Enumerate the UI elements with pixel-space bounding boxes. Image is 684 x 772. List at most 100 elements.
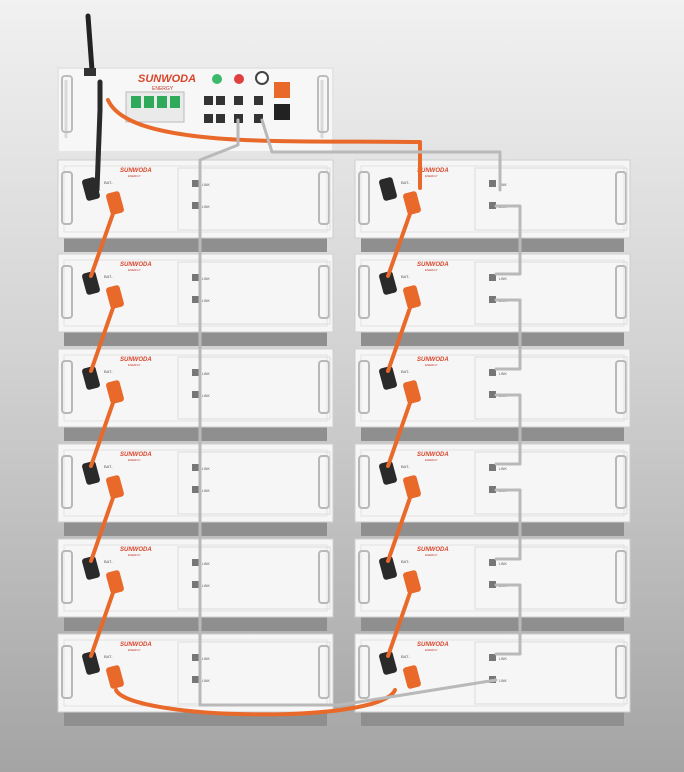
right-link-chain-cable: [494, 204, 522, 276]
link-port-out[interactable]: [489, 581, 496, 588]
negative-connector[interactable]: [378, 366, 397, 391]
module-logo: SUNWODA: [417, 642, 449, 648]
link-port-out[interactable]: [489, 296, 496, 303]
right-handle[interactable]: [615, 171, 627, 225]
link-port-in[interactable]: [192, 180, 199, 187]
negative-connector[interactable]: [81, 556, 100, 581]
link-port-out[interactable]: [192, 486, 199, 493]
right-handle[interactable]: [615, 265, 627, 319]
positive-connector[interactable]: [105, 570, 124, 595]
module-logo-sub: ENERGY: [128, 363, 141, 367]
negative-connector[interactable]: [378, 556, 397, 581]
left-handle[interactable]: [61, 265, 73, 319]
link-port-in[interactable]: [489, 464, 496, 471]
right-handle[interactable]: [318, 645, 330, 699]
right-handle[interactable]: [318, 455, 330, 509]
negative-connector[interactable]: [81, 366, 100, 391]
rack-rail: [64, 332, 327, 346]
positive-connector[interactable]: [402, 191, 421, 216]
negative-connector[interactable]: [378, 461, 397, 486]
left-handle[interactable]: [358, 645, 370, 699]
link-port-in[interactable]: [192, 464, 199, 471]
positive-connector[interactable]: [105, 475, 124, 500]
positive-connector[interactable]: [402, 285, 421, 310]
right-handle[interactable]: [318, 265, 330, 319]
label-panel: [177, 167, 331, 231]
module-body: [57, 443, 334, 523]
negative-connector[interactable]: [81, 651, 100, 676]
bat-port-label: BAT-: [104, 369, 113, 374]
label-panel: [474, 546, 628, 610]
power-switch-button[interactable]: [255, 71, 269, 85]
rack-rail: [64, 238, 327, 252]
left-handle[interactable]: [358, 360, 370, 414]
link-port-in[interactable]: [192, 559, 199, 566]
right-handle[interactable]: [318, 550, 330, 604]
cables: [89, 79, 522, 717]
positive-connector[interactable]: [402, 665, 421, 690]
link-port-in[interactable]: [192, 654, 199, 661]
link-port-out[interactable]: [192, 202, 199, 209]
left-handle[interactable]: [358, 265, 370, 319]
left-handle[interactable]: [61, 455, 73, 509]
positive-connector[interactable]: [402, 380, 421, 405]
link-port-in[interactable]: [489, 654, 496, 661]
module-logo: SUNWODA: [120, 262, 152, 268]
link-port-out[interactable]: [489, 391, 496, 398]
left-handle[interactable]: [358, 550, 370, 604]
breaker-panel[interactable]: [125, 91, 185, 123]
bat-port-label: BAT-: [401, 274, 410, 279]
alarm-indicator-red: [234, 74, 244, 84]
positive-connector[interactable]: [402, 475, 421, 500]
link-port-in[interactable]: [489, 274, 496, 281]
link-in-label: LINK: [499, 183, 507, 187]
right-handle[interactable]: [318, 171, 330, 225]
module-bezel: [63, 354, 328, 422]
negative-connector[interactable]: [378, 177, 397, 202]
link-port-out[interactable]: [192, 676, 199, 683]
link-in-label: LINK: [202, 467, 210, 471]
bat-port-label: BAT-: [401, 369, 410, 374]
right-handle[interactable]: [318, 360, 330, 414]
left-handle[interactable]: [61, 360, 73, 414]
right-handle[interactable]: [615, 360, 627, 414]
link-port-out[interactable]: [192, 391, 199, 398]
right-link-chain-cable: [494, 298, 522, 371]
negative-connector[interactable]: [81, 461, 100, 486]
module-bezel: [360, 544, 625, 612]
rack-rail: [361, 427, 624, 441]
left-handle[interactable]: [358, 171, 370, 225]
left-handle[interactable]: [61, 171, 73, 225]
positive-connector[interactable]: [105, 380, 124, 405]
left-handle[interactable]: [61, 645, 73, 699]
right-handle[interactable]: [615, 550, 627, 604]
positive-connector[interactable]: [105, 191, 124, 216]
positive-connector[interactable]: [105, 285, 124, 310]
right-handle[interactable]: [615, 645, 627, 699]
module-logo-sub: ENERGY: [425, 174, 438, 178]
link-port-in[interactable]: [192, 369, 199, 376]
link-port-out[interactable]: [192, 296, 199, 303]
bat-port-label: BAT-: [104, 559, 113, 564]
link-port-out[interactable]: [192, 581, 199, 588]
link-port-in[interactable]: [192, 274, 199, 281]
negative-connector[interactable]: [378, 271, 397, 296]
negative-connector[interactable]: [81, 271, 100, 296]
positive-connector[interactable]: [105, 665, 124, 690]
module-bezel: [63, 165, 328, 233]
link-port-in[interactable]: [489, 180, 496, 187]
link-port-in[interactable]: [489, 369, 496, 376]
link-in-label: LINK: [202, 183, 210, 187]
label-panel: [474, 451, 628, 515]
left-handle[interactable]: [358, 455, 370, 509]
right-link-chain-cable: [494, 583, 522, 656]
link-port-out[interactable]: [489, 486, 496, 493]
negative-connector[interactable]: [378, 651, 397, 676]
link-port-in[interactable]: [489, 559, 496, 566]
positive-connector[interactable]: [402, 570, 421, 595]
left-handle[interactable]: [61, 550, 73, 604]
link-port-out[interactable]: [489, 202, 496, 209]
bottom-crossover-cable: [114, 688, 397, 717]
right-handle[interactable]: [615, 455, 627, 509]
